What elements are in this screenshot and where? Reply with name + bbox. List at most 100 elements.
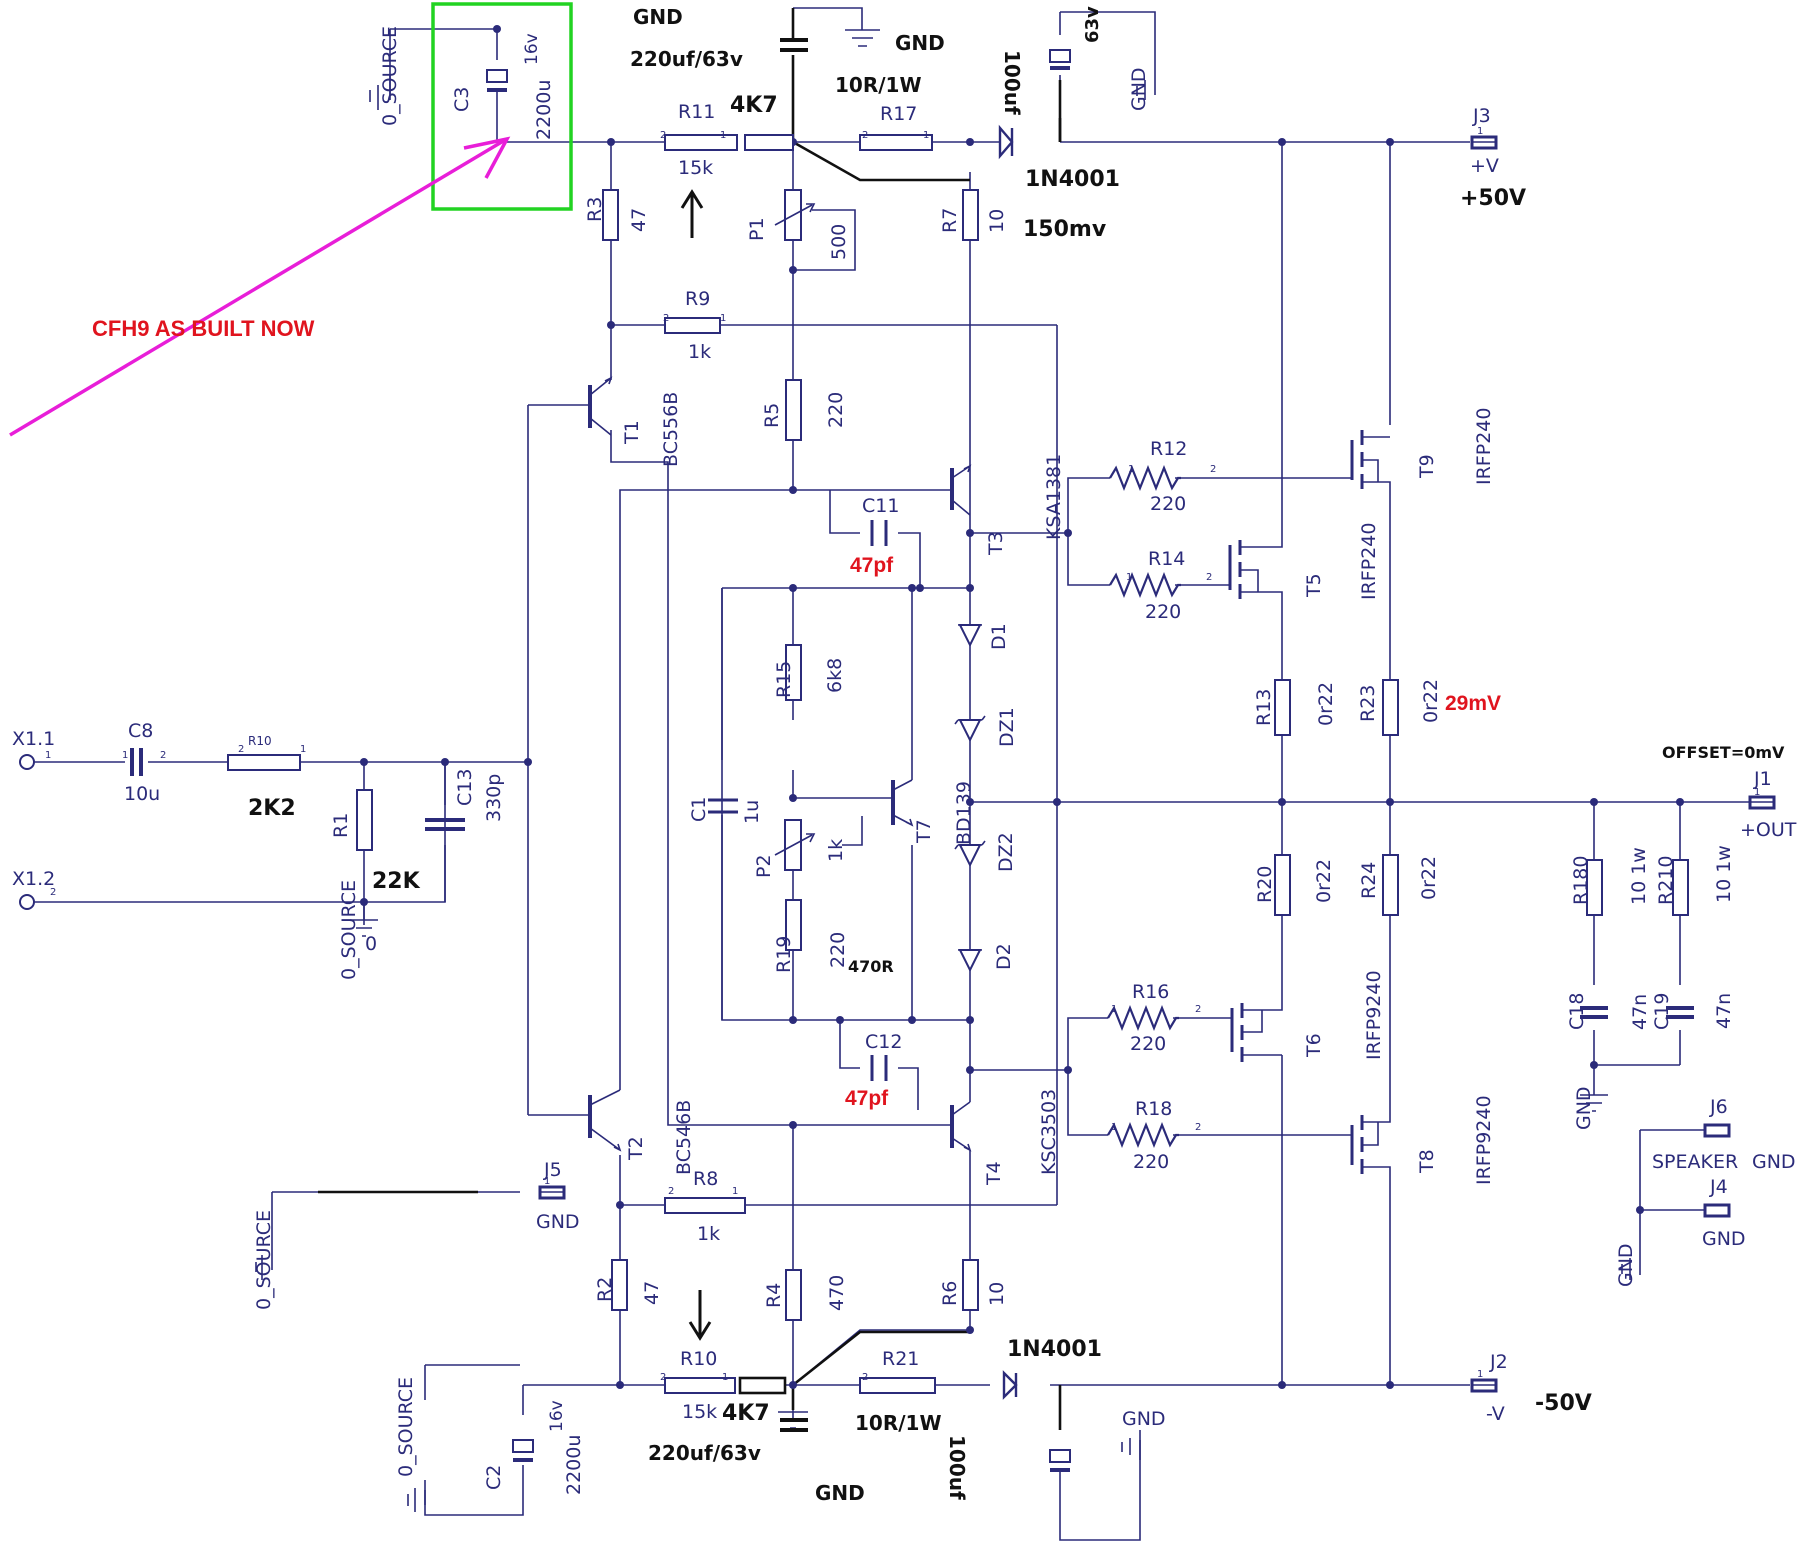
- label-j5: J5: [543, 1159, 562, 1181]
- mosfet-t5: [1228, 535, 1283, 620]
- diode-d1: [958, 624, 982, 648]
- resistor-bodies: [227, 134, 1689, 1395]
- svg-text:1: 1: [1477, 1369, 1483, 1380]
- label-c19-value: 47n: [1713, 993, 1735, 1029]
- svg-text:1: 1: [1111, 1122, 1117, 1133]
- hand-arrows: [680, 189, 712, 1341]
- cap-c18: [1580, 1006, 1608, 1019]
- cap-c19: [1666, 1006, 1694, 1019]
- label-r2-value: 47: [641, 1281, 663, 1305]
- label-470r: 470R: [848, 957, 894, 976]
- svg-text:2: 2: [1210, 464, 1216, 475]
- label-j4-net: GND: [1702, 1228, 1746, 1250]
- label-r6: R6: [939, 1281, 961, 1306]
- label-r8: R8: [693, 1168, 718, 1190]
- resistor-r14: [1109, 572, 1181, 598]
- svg-text:1: 1: [544, 1176, 550, 1187]
- label-r3-value: 47: [628, 208, 650, 232]
- gnd-symbol-bottom-right: [1121, 1430, 1141, 1460]
- source-symbol-mid: [255, 1245, 273, 1280]
- label-r23-value: 0r22: [1420, 679, 1442, 723]
- cap-100uf-top: [1049, 49, 1071, 63]
- connector-x12: [19, 894, 35, 910]
- label-t6-value: IRFP9240: [1363, 970, 1385, 1060]
- resistor-r6: [962, 1259, 979, 1311]
- label-j3: J3: [1472, 105, 1491, 127]
- label-r210-value: 10 1w: [1713, 845, 1735, 903]
- label-dz2: DZ2: [995, 832, 1017, 872]
- svg-text:2: 2: [1195, 1004, 1201, 1015]
- svg-text:2: 2: [160, 750, 166, 761]
- label-d1: D1: [988, 623, 1010, 650]
- label-r210: R210: [1655, 856, 1677, 905]
- resistor-r12: [1109, 465, 1181, 491]
- label-r23: R23: [1357, 685, 1379, 722]
- resistor-r21: [859, 1377, 936, 1394]
- annotation-built-now: CFH9 AS BUILT NOW: [92, 316, 315, 341]
- label-r21: R21: [882, 1348, 919, 1370]
- label-2k2: 2K2: [248, 796, 296, 821]
- label-offset: OFFSET=0mV: [1662, 743, 1785, 762]
- hand-wires: [318, 8, 1062, 1430]
- svg-text:2: 2: [50, 887, 56, 898]
- label-r8-value: 1k: [697, 1223, 720, 1245]
- label-r6-value: 10: [986, 1282, 1008, 1306]
- label-r-in: R10: [248, 734, 272, 748]
- label-r24-value: 0r22: [1418, 856, 1440, 900]
- label-gnd-speaker: GND: [1615, 1243, 1637, 1287]
- label-r15: R15: [773, 661, 795, 698]
- resistor-r24: [1382, 854, 1399, 916]
- diode-1n4001-top: [998, 124, 1014, 160]
- label-r5-value: 220: [825, 392, 847, 428]
- diodes: [954, 118, 1062, 1400]
- label-p1: P1: [746, 217, 768, 241]
- note-gnd-top-right: GND: [895, 31, 945, 55]
- resistor-r13: [1274, 679, 1291, 736]
- label-r4: R4: [763, 1283, 785, 1308]
- label-source-bottom: 0_SOURCE: [395, 1377, 417, 1477]
- label-j4: J4: [1709, 1176, 1728, 1198]
- label-r20: R20: [1254, 866, 1276, 903]
- arrow-up-icon: [680, 189, 704, 238]
- label-c2: C2: [483, 1465, 505, 1490]
- resistor-r3: [602, 189, 619, 241]
- diode-1n4001-bot: [1002, 1370, 1018, 1400]
- label-t5-value: IRFP240: [1358, 523, 1380, 600]
- label-c1: C1: [688, 797, 710, 822]
- label-r16-value: 220: [1130, 1033, 1166, 1055]
- note-1n4001-top: 1N4001: [1025, 167, 1120, 192]
- label-c13: C13: [454, 769, 476, 806]
- label-r19: R19: [773, 936, 795, 973]
- resistor-r9: [664, 317, 721, 334]
- label-22k: 22K: [372, 869, 421, 894]
- resistor-r20: [1274, 854, 1291, 916]
- label-4k7-top: 4K7: [730, 93, 778, 118]
- svg-text:1: 1: [722, 1372, 728, 1383]
- connectors: [19, 135, 1776, 1393]
- connector-j6: [1703, 1123, 1731, 1138]
- resistor-r8: [664, 1197, 746, 1214]
- svg-text:1: 1: [1126, 572, 1132, 583]
- hand-notes: GND 220uf/63v GND 10R/1W 1N4001 150mv 10…: [630, 5, 1501, 1505]
- resistor-r16: [1107, 1005, 1179, 1031]
- label-p1-value: 500: [828, 224, 850, 260]
- gnd-symbol-top: [845, 29, 880, 47]
- note-10r-top: 10R/1W: [835, 73, 922, 97]
- note-100uf-bot: 100uf: [945, 1435, 969, 1500]
- label-t8: T8: [1416, 1149, 1438, 1174]
- label-plus50v: +50V: [1460, 186, 1526, 211]
- pot-p1-wiper: [774, 203, 816, 226]
- svg-text:2: 2: [660, 1372, 666, 1383]
- label-r7-value: 10: [986, 209, 1008, 233]
- label-r18: R18: [1135, 1098, 1172, 1120]
- svg-text:1: 1: [1754, 787, 1760, 798]
- label-c3: C3: [451, 87, 473, 112]
- label-r180: R180: [1570, 856, 1592, 905]
- cap-c1: [708, 798, 738, 814]
- label-j5-net: GND: [536, 1211, 580, 1233]
- resistor-r4: [785, 1269, 802, 1321]
- diode-dz2: [958, 844, 982, 868]
- label-c19: C19: [1651, 993, 1673, 1030]
- svg-text:1: 1: [1128, 464, 1134, 475]
